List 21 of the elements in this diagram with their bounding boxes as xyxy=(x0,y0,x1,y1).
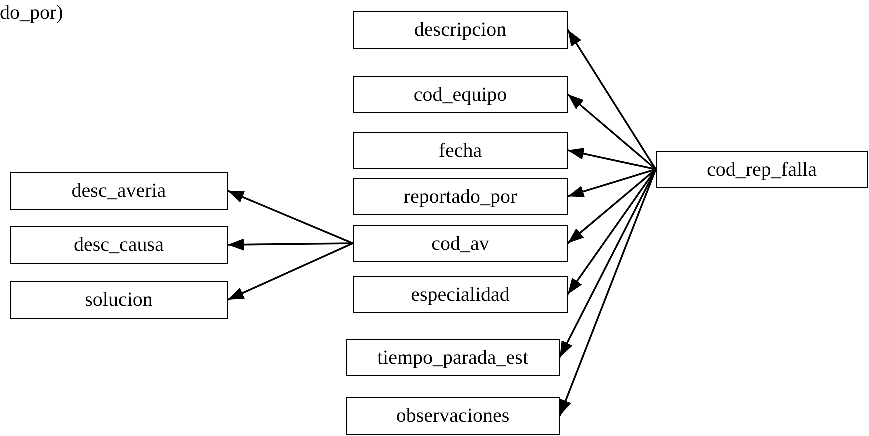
attribute-box: tiempo_parada_est xyxy=(346,339,560,376)
attribute-box: cod_rep_falla xyxy=(656,151,868,188)
attribute-box: fecha xyxy=(353,132,568,169)
attribute-box: cod_equipo xyxy=(353,76,568,113)
attribute-box: reportado_por xyxy=(353,178,568,215)
attribute-box: solucion xyxy=(10,281,228,319)
arrow xyxy=(568,148,656,170)
arrow xyxy=(568,168,656,198)
arrow xyxy=(567,168,657,244)
arrow xyxy=(567,94,657,170)
arrow xyxy=(567,30,657,170)
attribute-box: cod_av xyxy=(353,225,568,262)
arrow xyxy=(228,238,354,251)
note-text: do_por) xyxy=(0,2,64,25)
attribute-box: observaciones xyxy=(346,397,560,435)
attribute-box: desc_causa xyxy=(10,226,228,264)
attribute-box: especialidad xyxy=(353,276,568,313)
attribute-box: descripcion xyxy=(353,11,568,49)
attribute-box: desc_averia xyxy=(10,172,228,210)
arrow xyxy=(228,242,354,301)
arrow xyxy=(228,190,354,244)
